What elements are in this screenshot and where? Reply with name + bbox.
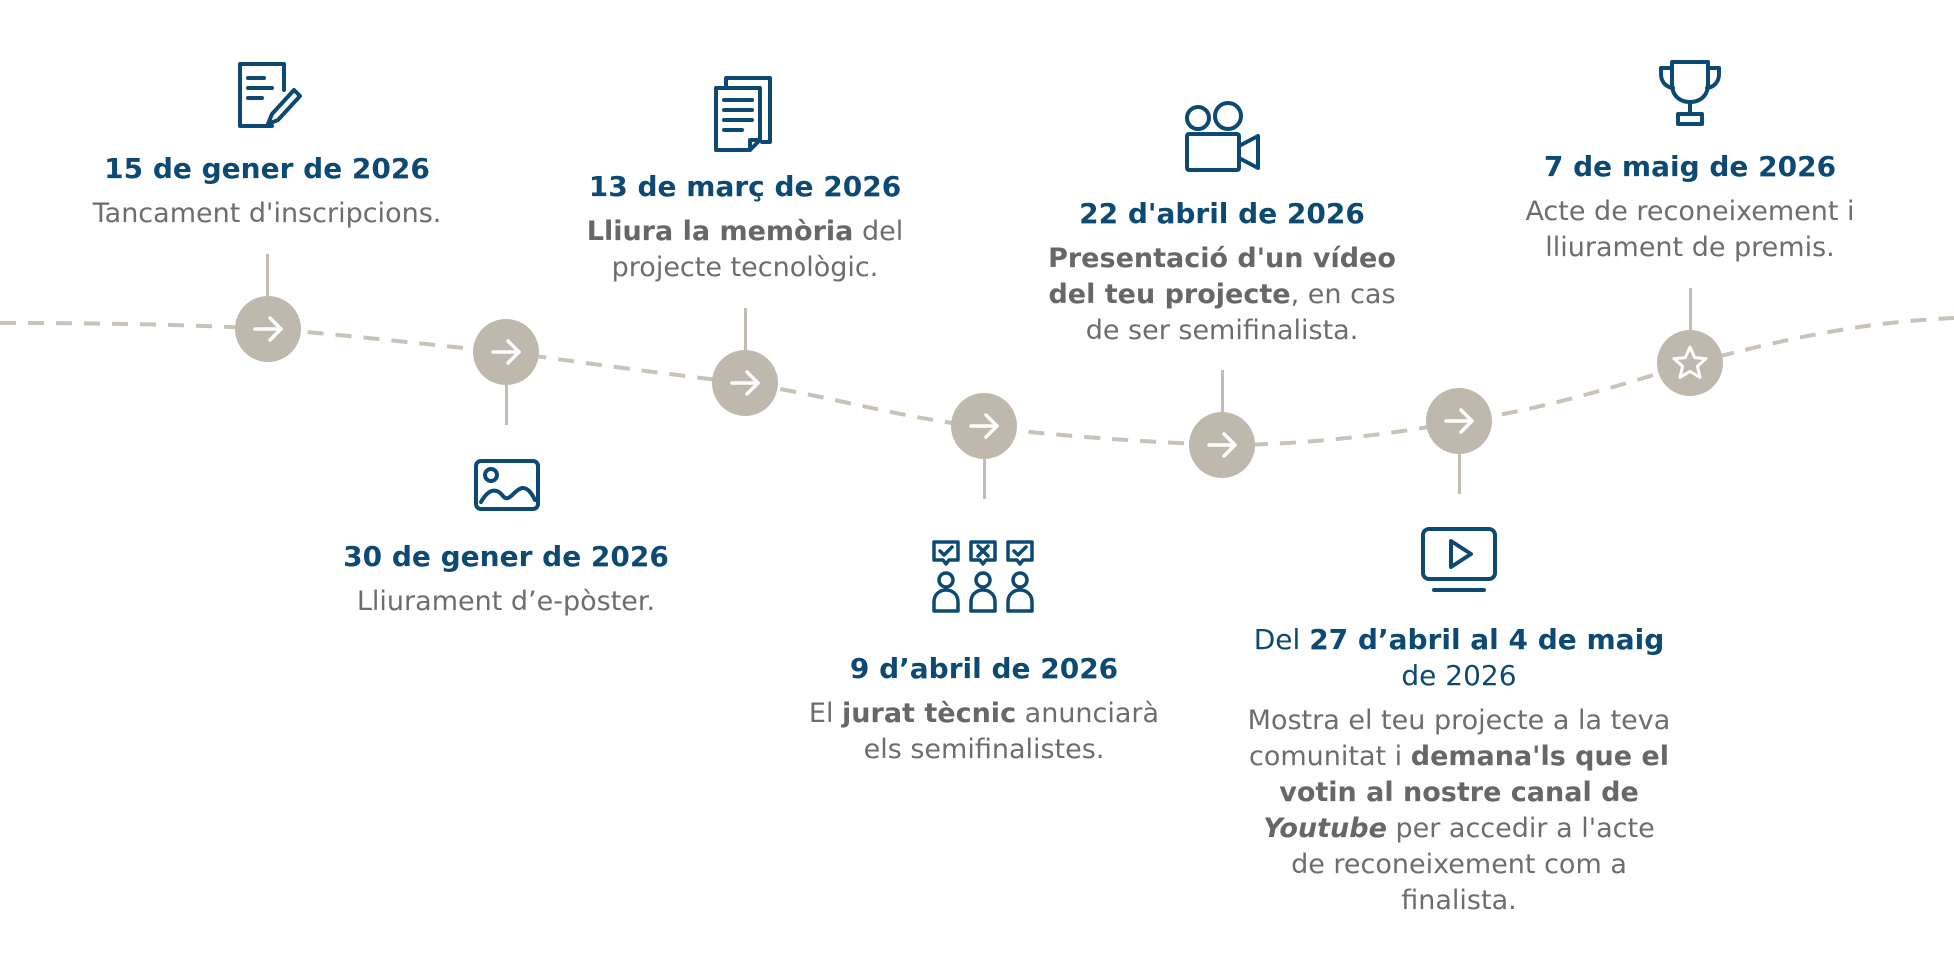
event-2-desc: Lliurament d’e-pòster. <box>356 586 656 617</box>
video-camera-icon <box>1184 100 1262 174</box>
event-1-date: 15 de gener de 2026 <box>104 152 430 185</box>
event-3-node <box>712 350 778 416</box>
star-icon <box>1672 345 1708 379</box>
event-3-date: 13 de març de 2026 <box>588 170 902 203</box>
document-pen-icon <box>232 60 304 132</box>
event-3-stem <box>744 308 747 350</box>
event-7-node <box>1657 330 1723 396</box>
event-1-node <box>235 296 301 362</box>
event-6-node <box>1426 388 1492 454</box>
event-7-stem <box>1689 288 1692 330</box>
event-5-desc: Presentació d'un vídeo del teu projecte,… <box>1048 243 1396 346</box>
event-2-node <box>473 319 539 385</box>
event-1-stem <box>266 254 269 296</box>
arrow-right-icon <box>491 339 521 365</box>
arrow-right-icon <box>1444 408 1474 434</box>
event-6-desc: Mostra el teu projecte a la teva comunit… <box>1247 705 1671 916</box>
play-screen-icon <box>1420 526 1498 594</box>
image-icon <box>473 458 541 512</box>
event-4-node <box>951 393 1017 459</box>
event-7-desc: Acte de reconeixement i lliurament de pr… <box>1525 196 1855 263</box>
event-4-desc: El jurat tècnic anunciarà els semifinali… <box>808 698 1160 765</box>
arrow-right-icon <box>969 413 999 439</box>
event-5-stem <box>1221 370 1224 412</box>
event-5-node <box>1189 412 1255 478</box>
event-2-stem <box>505 385 508 425</box>
arrow-right-icon <box>730 370 760 396</box>
event-7-date: 7 de maig de 2026 <box>1543 150 1837 183</box>
event-1-desc: Tancament d'inscripcions. <box>92 198 442 229</box>
jury-vote-icon <box>930 540 1038 614</box>
arrow-right-icon <box>1207 432 1237 458</box>
event-5-date: 22 d'abril de 2026 <box>1079 197 1365 230</box>
event-6-date: Del 27 d’abril al 4 de maig de 2026 <box>1253 623 1665 692</box>
event-4-date: 9 d’abril de 2026 <box>849 652 1119 685</box>
event-6-stem <box>1458 454 1461 494</box>
event-2-date: 30 de gener de 2026 <box>343 540 669 573</box>
arrow-right-icon <box>253 316 283 342</box>
trophy-icon <box>1656 58 1724 128</box>
documents-icon <box>712 74 774 154</box>
event-3-desc: Lliura la memòria del projecte tecnològi… <box>586 216 904 283</box>
event-4-stem <box>983 459 986 499</box>
